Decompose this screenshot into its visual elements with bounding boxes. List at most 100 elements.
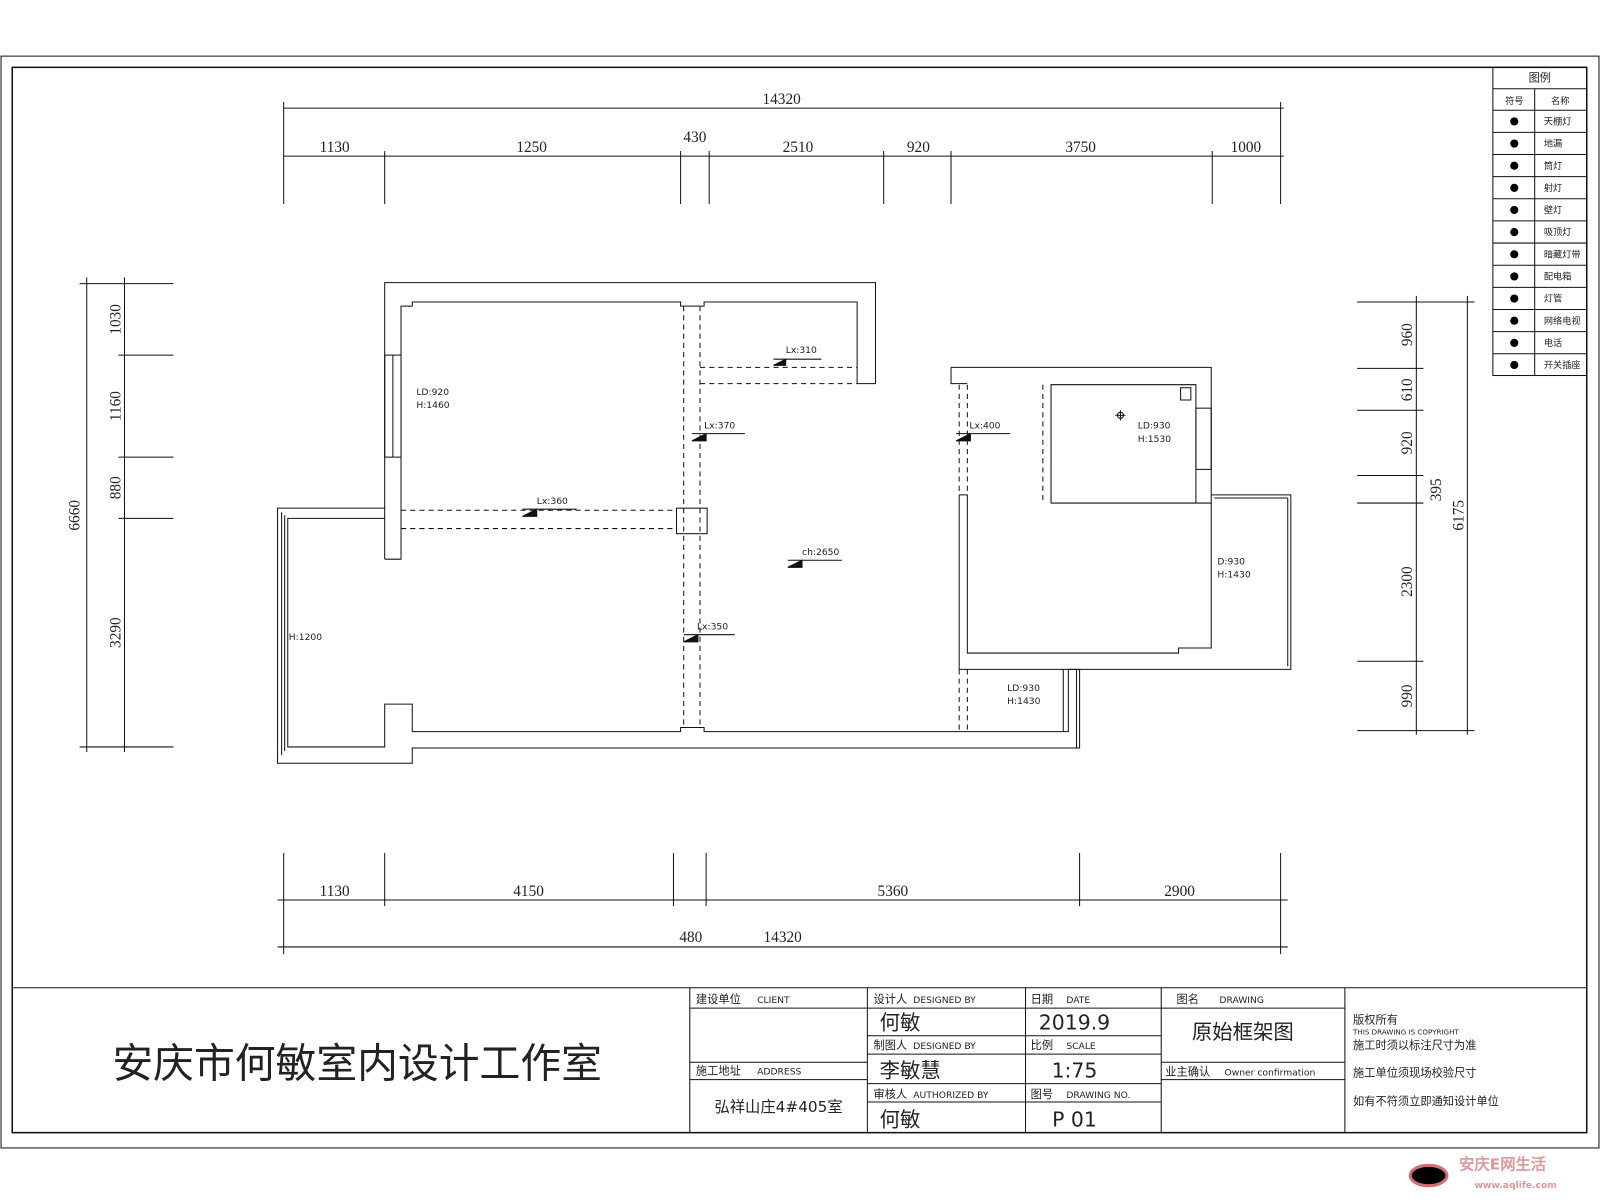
dim-total-top: 14320 (763, 91, 802, 108)
dim-label: 960 (1399, 323, 1416, 346)
legend-item-name: 壁灯 (1544, 204, 1562, 216)
plan-label: H:1430 (1007, 696, 1040, 707)
copyright-en: THIS DRAWING IS COPYRIGHT (1352, 1028, 1459, 1037)
inner-frame (11, 66, 1588, 1134)
dim-label: 920 (1399, 431, 1416, 454)
plan-label: Lx:400 (969, 421, 1000, 432)
designer-label: 设计人 (873, 993, 907, 1006)
drawer-label: 制图人 (873, 1039, 907, 1052)
dim-total-left: 6660 (67, 500, 84, 531)
legend-item-name: 天棚灯 (1544, 115, 1572, 127)
date-label-en: DATE (1066, 995, 1090, 1006)
scale-label-en: SCALE (1066, 1041, 1096, 1052)
plan-label: Lx:370 (704, 421, 735, 432)
note-3: 如有不符须立即通知设计单位 (1353, 1094, 1499, 1108)
legend-item-name: 网络电视 (1544, 315, 1581, 327)
plan-label: Lx:350 (697, 622, 728, 633)
watermark-logo-icon (1408, 1163, 1449, 1188)
switch-icon (1510, 360, 1519, 370)
floor-drain-icon (1510, 139, 1519, 148)
dim-label: 1130 (320, 883, 350, 900)
plan-label: H:1460 (416, 400, 449, 411)
distribution-box-icon (1510, 272, 1519, 281)
drawing-no-value: P 01 (1052, 1108, 1097, 1132)
walls (277, 282, 1292, 764)
note-1: 施工时须以标注尺寸为准 (1353, 1038, 1476, 1052)
plan-annotations: Lx:310 LD:920 H:1460 Lx:370 Lx:400 LD:93… (289, 345, 1251, 707)
dim-label: 2510 (783, 139, 814, 156)
dim-label: 480 (679, 929, 702, 946)
phone-outlet-icon (1510, 338, 1519, 347)
ceiling-light-icon (1115, 410, 1126, 421)
address-value: 弘祥山庄4#405室 (714, 1098, 842, 1116)
dim-label: 3750 (1065, 139, 1096, 156)
left-dimensions: 6660 1030 1160 880 3290 (67, 277, 174, 753)
dim-label: 1250 (516, 139, 547, 156)
watermark: 安庆E网生活 www.aqlife.com (1408, 1155, 1557, 1191)
client-label: 建设单位 (696, 992, 741, 1006)
legend-col-symbol: 符号 (1505, 95, 1523, 107)
legend-col-name: 名称 (1551, 95, 1569, 107)
scale-label: 比例 (1031, 1038, 1053, 1052)
spotlight-icon (1510, 183, 1519, 192)
legend-item-name: 开关插座 (1544, 359, 1581, 371)
plan-label: Lx:310 (786, 345, 817, 356)
plan-label: LD:930 (1007, 683, 1040, 694)
checker-label: 审核人 (873, 1087, 907, 1101)
legend-item-name: 射灯 (1544, 182, 1562, 194)
ceiling-light-icon (1510, 117, 1519, 126)
legend-title: 图例 (1529, 71, 1551, 85)
level-markers (522, 358, 1011, 643)
date-value: 2019.9 (1039, 1011, 1110, 1035)
dim-label: 430 (683, 129, 706, 146)
dim-label: 920 (907, 139, 930, 156)
dim-label: 880 (107, 476, 124, 499)
dim-label: 1160 (107, 391, 124, 421)
plan-label: Lx:360 (537, 496, 568, 507)
dim-label: 5360 (878, 883, 909, 900)
plan-label: ch:2650 (802, 547, 839, 558)
legend-item-name: 配电箱 (1544, 270, 1572, 282)
wall-lamp-icon (1510, 205, 1519, 215)
studio-name: 安庆市何敏室内设计工作室 (112, 1040, 602, 1088)
client-label-en: CLIENT (757, 995, 790, 1006)
legend-item-name: 地漏 (1544, 138, 1562, 150)
legend: 图例 符号 名称 天棚灯地漏筒灯射灯壁灯吸顶灯暗藏灯带配电箱灯管网络电视电话开关… (1492, 66, 1588, 377)
title-block: 安庆市何敏室内设计工作室 建设单位 CLIENT 施工地址 ADDRESS 弘祥… (12, 987, 1587, 1133)
plan-label: D:930 (1217, 556, 1245, 567)
note-2: 施工单位须现场校验尺寸 (1353, 1066, 1476, 1080)
legend-item-name: 吸顶灯 (1544, 227, 1572, 238)
date-label: 日期 (1031, 993, 1053, 1006)
designer-label-en: DESIGNED BY (913, 995, 976, 1006)
drawing-name-value: 原始框架图 (1192, 1020, 1294, 1044)
plan-label: LD:930 (1138, 421, 1171, 432)
address-label: 施工地址 (696, 1063, 741, 1077)
checker-label-en: AUTHORIZED BY (913, 1090, 989, 1101)
dim-label: 3290 (107, 617, 124, 648)
drawing-no-label-en: DRAWING NO. (1066, 1090, 1130, 1101)
dim-label: 1030 (107, 304, 124, 335)
address-label-en: ADDRESS (757, 1066, 801, 1077)
watermark-text: 安庆E网生活 (1459, 1155, 1546, 1173)
owner-confirm-label-en: Owner confirmation (1224, 1068, 1315, 1079)
drawing-name-label-en: DRAWING (1219, 995, 1264, 1006)
legend-item-name: 灯管 (1544, 293, 1562, 305)
checker-value: 何敏 (880, 1108, 921, 1132)
drawer-value: 李敏慧 (880, 1059, 941, 1083)
owner-confirm-label: 业主确认 (1165, 1066, 1210, 1079)
dim-total-right: 6175 (1450, 500, 1467, 531)
dim-label: 2900 (1164, 883, 1195, 900)
dim-label: 990 (1399, 684, 1416, 707)
copyright-title: 版权所有 (1353, 1012, 1398, 1026)
drawing-no-label: 图号 (1031, 1088, 1053, 1101)
dim-label: 610 (1399, 378, 1416, 401)
tv-outlet-icon (1510, 316, 1519, 325)
beam-lines (401, 306, 1052, 732)
top-dimensions: 14320 1130 1250 430 2510 920 3750 1000 (283, 91, 1284, 205)
downlight-icon (1510, 161, 1519, 170)
plan-label: H:1430 (1217, 570, 1250, 581)
bottom-dimensions: 1130 4150 5360 2900 480 14320 (277, 853, 1288, 955)
dim-label: 1000 (1231, 139, 1262, 156)
drawing-name-label: 图名 (1177, 992, 1199, 1006)
